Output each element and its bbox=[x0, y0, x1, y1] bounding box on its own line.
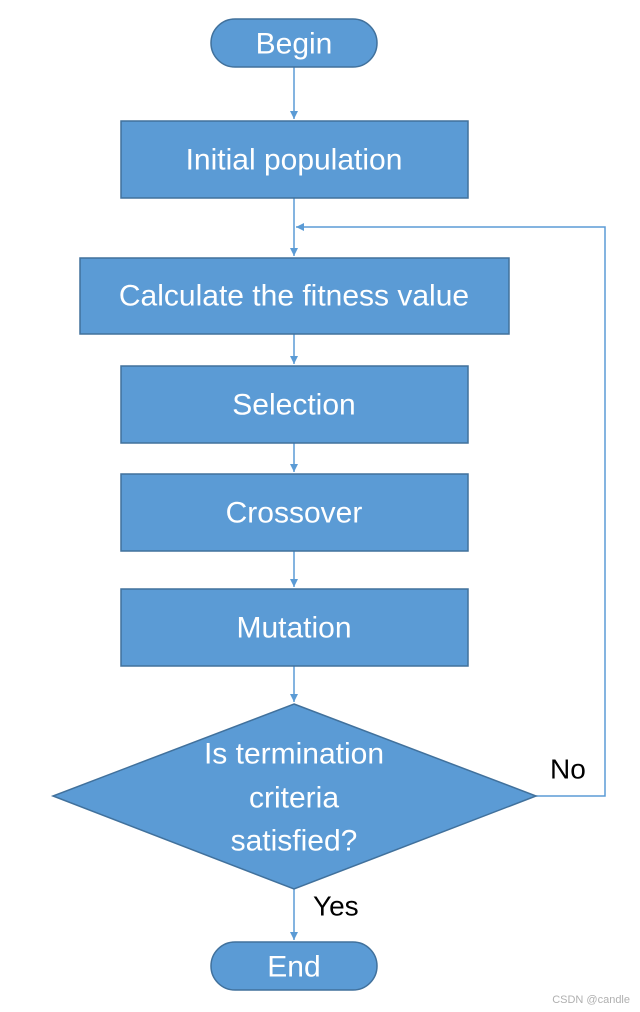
yes-edge-label: Yes bbox=[313, 891, 359, 922]
decision-label-line-1: Is termination bbox=[204, 738, 384, 771]
fitness-node: Calculate the fitness value bbox=[79, 257, 510, 335]
begin-node: Begin bbox=[210, 18, 378, 68]
initial-population-label: Initial population bbox=[186, 144, 403, 177]
begin-label: Begin bbox=[256, 28, 333, 61]
watermark: CSDN @candle bbox=[552, 994, 630, 1006]
initial-population-node: Initial population bbox=[120, 120, 469, 199]
decision-label-line-2: criteria bbox=[249, 782, 339, 815]
crossover-label: Crossover bbox=[226, 497, 363, 530]
decision-label-line-3: satisfied? bbox=[231, 825, 358, 858]
selection-node: Selection bbox=[120, 365, 469, 444]
fitness-label: Calculate the fitness value bbox=[119, 280, 469, 313]
end-node: End bbox=[210, 941, 378, 991]
crossover-node: Crossover bbox=[120, 473, 469, 552]
end-label: End bbox=[267, 951, 320, 984]
mutation-node: Mutation bbox=[120, 588, 469, 667]
no-edge-label: No bbox=[550, 754, 586, 785]
selection-label: Selection bbox=[232, 389, 355, 422]
arrow-no-loop bbox=[296, 223, 606, 797]
mutation-label: Mutation bbox=[236, 612, 351, 645]
decision-node: Is termination criteria satisfied? bbox=[50, 703, 539, 890]
